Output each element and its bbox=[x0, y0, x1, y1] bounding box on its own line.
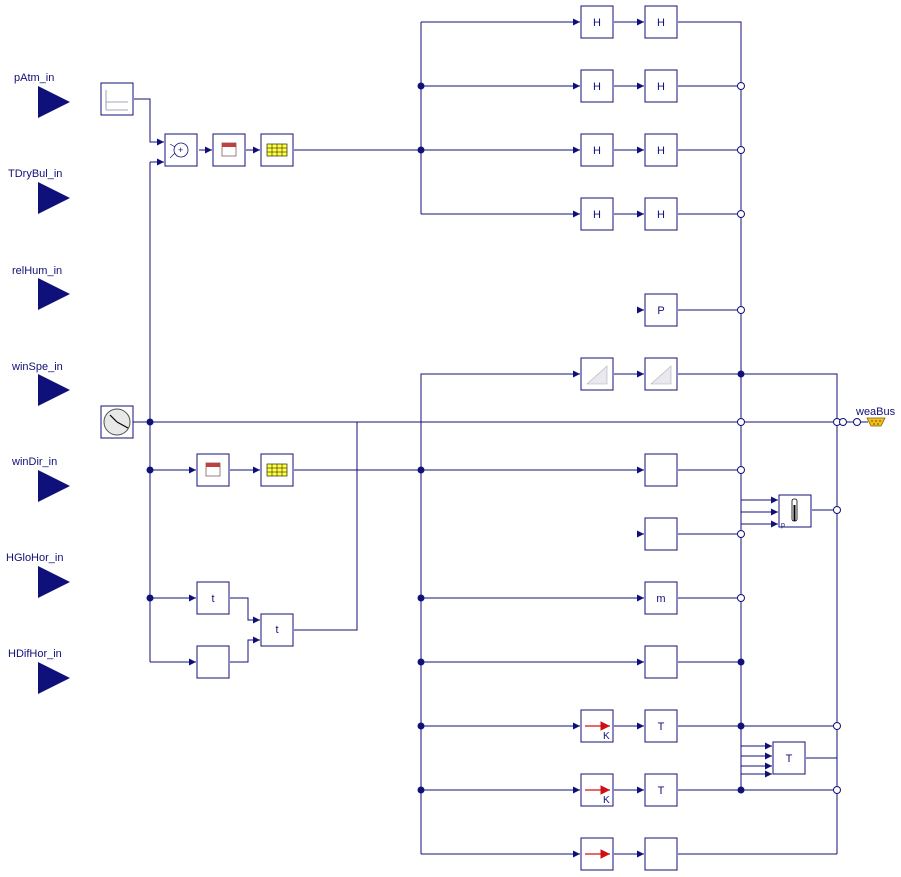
weather-bus[interactable]: weaBus bbox=[855, 406, 896, 427]
blank-block-2[interactable] bbox=[644, 517, 678, 551]
t-conv-block-2[interactable]: T bbox=[644, 773, 678, 807]
k-block-1[interactable]: K bbox=[580, 709, 614, 743]
input-patm-triangle bbox=[38, 86, 70, 118]
table-block-2[interactable] bbox=[260, 453, 294, 487]
input-hdifhor-triangle bbox=[38, 662, 70, 694]
m-block[interactable]: m bbox=[644, 581, 678, 615]
input-windir-triangle bbox=[38, 470, 70, 502]
add-block[interactable]: + bbox=[164, 133, 198, 167]
t-block-2[interactable]: t bbox=[260, 613, 294, 647]
calendar-block-2[interactable] bbox=[196, 453, 230, 487]
clock-block[interactable] bbox=[100, 405, 134, 439]
input-patm-label: pAtm_in bbox=[14, 72, 54, 84]
ramp-icon bbox=[650, 365, 672, 385]
h-block-left-4[interactable]: H bbox=[580, 197, 614, 231]
junction-dots bbox=[146, 82, 745, 794]
bus-connector-icon bbox=[866, 417, 886, 427]
p-block[interactable]: P bbox=[644, 293, 678, 327]
input-patm[interactable]: pAtm_in bbox=[14, 72, 70, 118]
h-block-left-4-label: H bbox=[593, 209, 601, 221]
h-block-right-1[interactable]: H bbox=[644, 5, 678, 39]
blank-block-1[interactable] bbox=[644, 453, 678, 487]
input-relhum-label: relHum_in bbox=[12, 265, 62, 277]
table-icon bbox=[266, 143, 288, 157]
h-block-left-2[interactable]: H bbox=[580, 69, 614, 103]
ramp-block-2[interactable] bbox=[644, 357, 678, 391]
input-hglohor-triangle bbox=[38, 566, 70, 598]
constant-block[interactable] bbox=[100, 82, 134, 116]
k-block-2-label: K bbox=[603, 795, 610, 806]
input-winspe[interactable]: winSpe_in bbox=[11, 361, 70, 406]
input-hglohor[interactable]: HGloHor_in bbox=[6, 552, 70, 598]
input-winspe-triangle bbox=[38, 374, 70, 406]
h-block-right-2-label: H bbox=[657, 81, 665, 93]
table-block-1[interactable] bbox=[260, 133, 294, 167]
h-block-right-3[interactable]: H bbox=[644, 133, 678, 167]
t-sky-block[interactable]: T bbox=[772, 741, 806, 775]
bus-nodes bbox=[737, 82, 861, 794]
h-block-right-4[interactable]: H bbox=[644, 197, 678, 231]
h-block-right-1-label: H bbox=[657, 17, 665, 29]
plus-icon: + bbox=[178, 145, 183, 155]
input-windir[interactable]: winDir_in bbox=[11, 456, 70, 502]
p-block-label: P bbox=[657, 305, 664, 317]
input-tdrybul-label: TDryBul_in bbox=[8, 168, 62, 180]
h-block-left-2-label: H bbox=[593, 81, 601, 93]
input-relhum[interactable]: relHum_in bbox=[12, 265, 70, 310]
weather-bus-label: weaBus bbox=[855, 406, 896, 418]
h-block-left-1-label: H bbox=[593, 17, 601, 29]
t-block-1[interactable]: t bbox=[196, 581, 230, 615]
t-block-1-label: t bbox=[211, 593, 214, 605]
input-hdifhor[interactable]: HDifHor_in bbox=[8, 648, 70, 694]
input-connectors: pAtm_in TDryBul_in relHum_in winSpe_in w… bbox=[6, 72, 70, 694]
h-block-right-3-label: H bbox=[657, 145, 665, 157]
h-block-right-4-label: H bbox=[657, 209, 665, 221]
blank-block-5[interactable] bbox=[644, 837, 678, 871]
h-block-left-1[interactable]: H bbox=[580, 5, 614, 39]
t-block-2-label: t bbox=[275, 624, 278, 636]
input-hdifhor-label: HDifHor_in bbox=[8, 648, 62, 660]
t-conv-block-2-label: T bbox=[658, 785, 665, 797]
h-block-right-2[interactable]: H bbox=[644, 69, 678, 103]
k-block-1-label: K bbox=[603, 731, 610, 742]
input-winspe-label: winSpe_in bbox=[11, 361, 63, 373]
t-conv-block-1-label: T bbox=[658, 721, 665, 733]
ramp-block-1[interactable] bbox=[580, 357, 614, 391]
calendar-block-1[interactable] bbox=[212, 133, 246, 167]
conv-block-3[interactable] bbox=[580, 837, 614, 871]
k-block-2[interactable]: K bbox=[580, 773, 614, 807]
table-icon bbox=[266, 463, 288, 477]
blank-block-4[interactable] bbox=[644, 645, 678, 679]
input-windir-label: winDir_in bbox=[11, 456, 57, 468]
h-block-left-3[interactable]: H bbox=[580, 133, 614, 167]
t-conv-block-1[interactable]: T bbox=[644, 709, 678, 743]
h-block-left-3-label: H bbox=[593, 145, 601, 157]
input-tdrybul-triangle bbox=[38, 182, 70, 214]
svg-text:p: p bbox=[781, 522, 785, 529]
dewpoint-block[interactable]: p bbox=[778, 494, 812, 529]
m-block-label: m bbox=[656, 593, 665, 605]
input-hglohor-label: HGloHor_in bbox=[6, 552, 63, 564]
t-sky-block-label: T bbox=[786, 753, 793, 765]
input-relhum-triangle bbox=[38, 278, 70, 310]
ramp-icon bbox=[586, 365, 608, 385]
input-tdrybul[interactable]: TDryBul_in bbox=[8, 168, 70, 214]
blank-block-3[interactable] bbox=[196, 645, 230, 679]
